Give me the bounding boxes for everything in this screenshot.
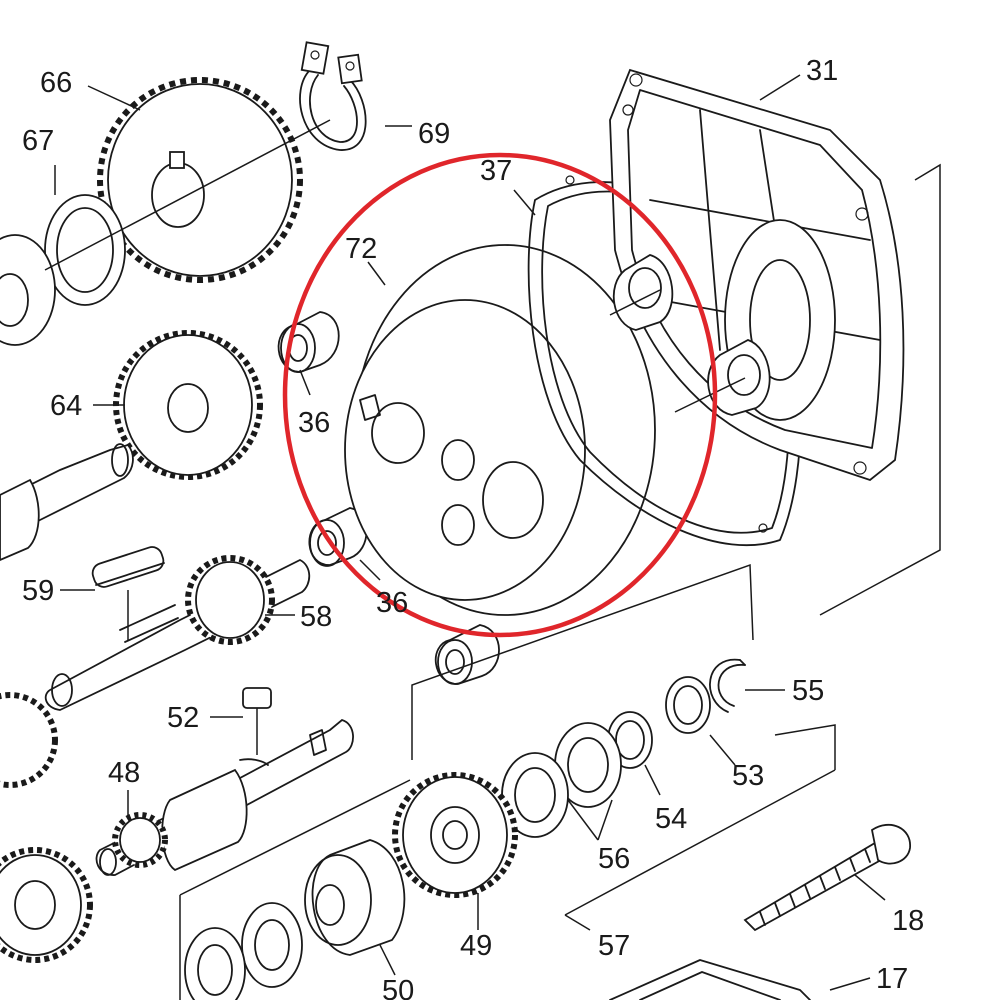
washer-53 bbox=[665, 676, 711, 734]
gear-66-body bbox=[107, 83, 293, 277]
label-37: 37 bbox=[480, 155, 512, 187]
leader-lines bbox=[54, 74, 886, 991]
label-72: 72 bbox=[345, 233, 377, 265]
label-59: 59 bbox=[22, 575, 54, 607]
bracket-right bbox=[819, 163, 941, 616]
housing-31 bbox=[609, 68, 905, 482]
cover-72-hole-small-top bbox=[441, 439, 475, 481]
label-17: 17 bbox=[876, 963, 908, 995]
part-17 bbox=[609, 959, 811, 1000]
label-67: 67 bbox=[22, 125, 54, 157]
gear-stack-left bbox=[0, 692, 93, 963]
label-52: 52 bbox=[167, 702, 199, 734]
snap-ring-69 bbox=[299, 41, 367, 151]
snap-ring-55 bbox=[709, 658, 746, 713]
label-31: 31 bbox=[806, 55, 838, 87]
key-59 bbox=[91, 546, 165, 588]
gear-66-keyway bbox=[169, 151, 185, 169]
gear-49 bbox=[392, 772, 518, 898]
shaft-middle bbox=[0, 443, 134, 561]
part-labels: 66 67 69 31 37 72 64 36 59 36 58 55 52 4… bbox=[22, 55, 924, 1000]
label-36-lower: 36 bbox=[376, 587, 408, 619]
cover-72-hole-small-bottom bbox=[441, 504, 475, 546]
label-54: 54 bbox=[655, 803, 687, 835]
label-48: 48 bbox=[108, 757, 140, 789]
label-36-upper: 36 bbox=[298, 407, 330, 439]
label-57: 57 bbox=[598, 930, 630, 962]
shaft-48 bbox=[95, 719, 354, 876]
axis-line-upper bbox=[44, 119, 331, 271]
highlight-circle bbox=[282, 152, 718, 638]
washers-56 bbox=[501, 722, 622, 838]
cover-72-hole-large-right bbox=[482, 461, 544, 539]
label-18: 18 bbox=[892, 905, 924, 937]
bracket-lower-right bbox=[411, 563, 754, 760]
label-55: 55 bbox=[792, 675, 824, 707]
cover-72-hole-large-left bbox=[371, 402, 425, 464]
label-66: 66 bbox=[40, 67, 72, 99]
label-53: 53 bbox=[732, 760, 764, 792]
label-50: 50 bbox=[382, 975, 414, 1000]
shaft-58 bbox=[44, 555, 311, 711]
label-64: 64 bbox=[50, 390, 82, 422]
gear-64 bbox=[113, 330, 263, 480]
label-49: 49 bbox=[460, 930, 492, 962]
cover-72 bbox=[344, 244, 656, 616]
bracket-57 bbox=[179, 724, 836, 1000]
label-58: 58 bbox=[300, 601, 332, 633]
bearing-36-lower bbox=[308, 507, 368, 567]
label-56: 56 bbox=[598, 843, 630, 875]
washers-lower-left bbox=[184, 902, 303, 1000]
gear-50 bbox=[304, 839, 406, 956]
gear-66 bbox=[97, 77, 303, 283]
label-69: 69 bbox=[418, 118, 450, 150]
screw-18 bbox=[743, 823, 911, 932]
key-52 bbox=[242, 687, 272, 709]
washer-67 bbox=[44, 194, 126, 306]
bearing-left bbox=[0, 234, 56, 346]
